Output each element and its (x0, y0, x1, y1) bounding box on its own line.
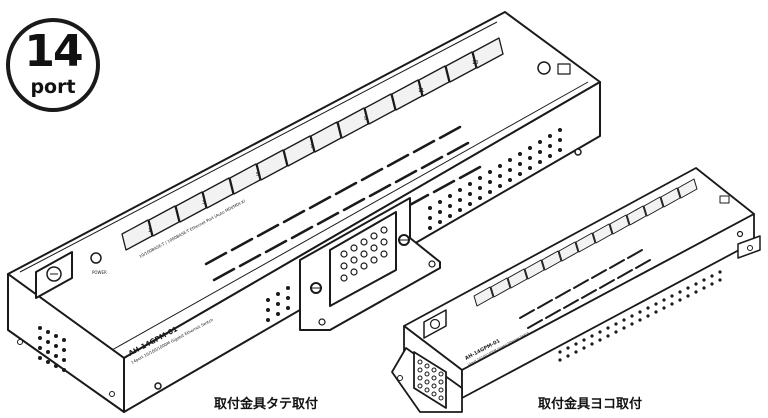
port-count-unit: port (30, 76, 76, 98)
power-socket-icon (35, 251, 73, 299)
svg-text:11: 11 (418, 88, 424, 94)
svg-text:3: 3 (202, 200, 205, 206)
power-label: POWER (92, 270, 107, 275)
caption-horizontal-mount: 取付金具ヨコ取付 (538, 397, 643, 412)
power-led-icon (90, 252, 102, 264)
svg-text:9: 9 (364, 116, 367, 122)
caption-vertical-mount: 取付金具タテ取付 (214, 397, 319, 412)
mounting-bracket-vertical (299, 197, 441, 331)
svg-text:5: 5 (256, 172, 259, 178)
switch-small (403, 167, 755, 399)
side-vent-grid (266, 128, 562, 322)
port-count-badge: 14 port (6, 18, 100, 112)
mounting-bracket-horizontal (391, 235, 761, 413)
svg-text:1: 1 (148, 228, 151, 234)
small-ethernet-port-row (473, 178, 698, 307)
svg-text:13: 13 (472, 60, 478, 66)
port-count-number: 14 (24, 26, 83, 77)
svg-text:7: 7 (310, 144, 313, 150)
front-vent-grid (38, 326, 66, 372)
small-power-socket-icon (423, 309, 447, 339)
ethernet-port-row (121, 37, 504, 251)
